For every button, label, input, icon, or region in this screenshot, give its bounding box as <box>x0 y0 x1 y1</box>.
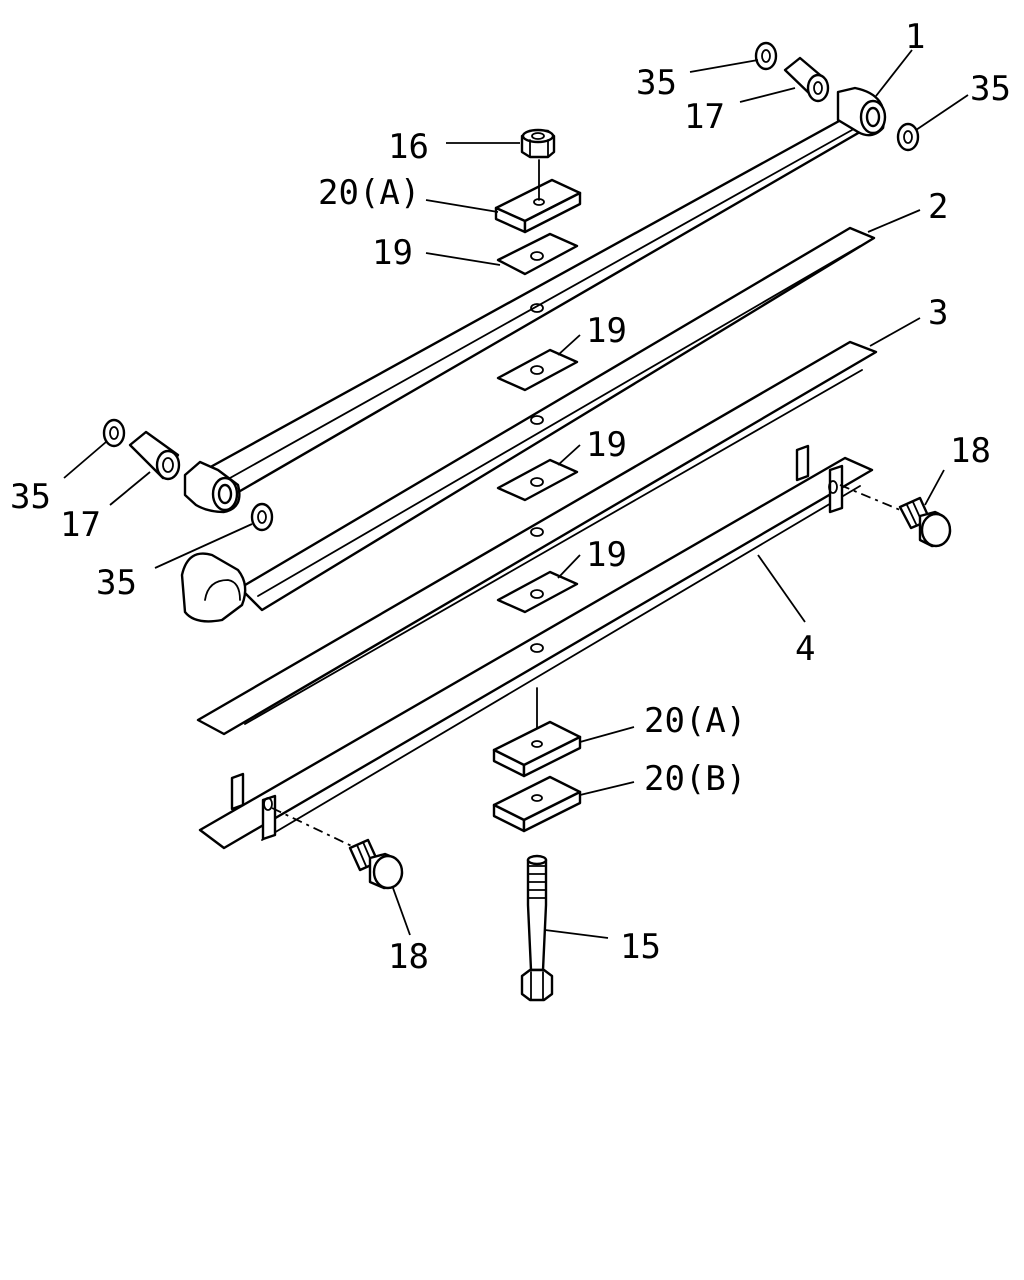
callout-35-middle: 35 <box>96 563 137 603</box>
bolt-18-right <box>839 484 952 548</box>
plate-20a-bottom <box>492 720 582 778</box>
nut-16 <box>520 128 556 159</box>
bushing-17-rear <box>783 56 830 103</box>
callout-1: 1 <box>905 17 925 57</box>
callout-15: 15 <box>620 927 661 967</box>
callout-20a-bottom: 20(A) <box>644 701 746 741</box>
washer-35-left <box>102 418 126 448</box>
callout-20a-top: 20(A) <box>318 173 420 213</box>
pad-19-fourth <box>496 570 579 614</box>
callout-4: 4 <box>795 629 815 669</box>
callout-18-right: 18 <box>950 431 991 471</box>
callout-19-second: 19 <box>586 311 627 351</box>
washer-35-top-left <box>754 41 778 71</box>
plate-20b <box>492 775 582 833</box>
callout-19-top: 19 <box>372 233 413 273</box>
spring-leaf-4 <box>198 444 874 850</box>
spring-leaf-2 <box>180 226 876 623</box>
bushing-17-front <box>128 430 181 481</box>
bolt-18-bottom <box>271 807 404 890</box>
callout-35-left: 35 <box>10 477 51 517</box>
callout-19-third: 19 <box>586 425 627 465</box>
callout-17-left: 17 <box>60 505 101 545</box>
callout-19-fourth: 19 <box>586 535 627 575</box>
callout-20b: 20(B) <box>644 759 746 799</box>
callout-16: 16 <box>388 127 429 167</box>
center-bolt-15 <box>520 854 554 1002</box>
callout-18-bottom: 18 <box>388 937 429 977</box>
plate-20a-top <box>494 159 582 234</box>
callout-35-top-right: 35 <box>970 69 1011 109</box>
callout-35-top-left: 35 <box>636 63 677 103</box>
pad-19-top <box>496 232 579 276</box>
spring-leaf-3 <box>196 340 878 736</box>
callout-3: 3 <box>928 293 948 333</box>
callout-17-top: 17 <box>684 97 725 137</box>
leader-lines <box>63 49 969 939</box>
spring-leaf-1 <box>183 86 887 514</box>
pad-19-third <box>496 458 579 502</box>
washer-35-middle <box>250 502 274 532</box>
pad-19-second <box>496 348 579 392</box>
callout-2: 2 <box>928 187 948 227</box>
washer-35-top-right <box>896 122 920 152</box>
